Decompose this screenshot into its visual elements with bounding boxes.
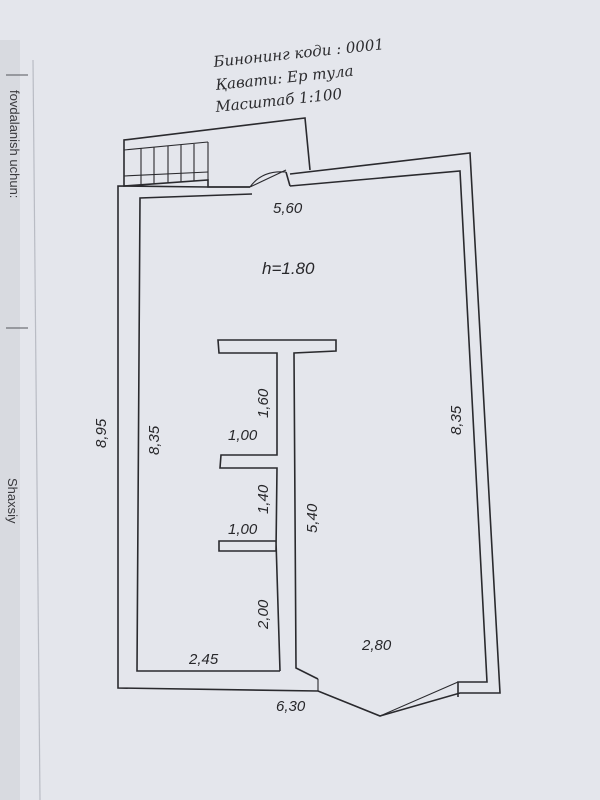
dim-stub-upper: 1,00	[228, 427, 258, 444]
dim-upper-segment: 1,60	[255, 388, 272, 418]
dim-middle-segment: 1,40	[255, 484, 272, 514]
inner-wall	[136, 193, 280, 672]
door-jamb	[285, 171, 291, 187]
margin-text-1: fovdalanish uchun:	[7, 90, 22, 198]
dim-lower-segment: 2,00	[255, 599, 272, 630]
dim-partition: 5,40	[304, 503, 321, 533]
dim-stub-lower: 1,00	[228, 521, 258, 538]
margin-text-2: Shaxsiy	[5, 478, 20, 524]
dim-bottom: 6,30	[276, 698, 306, 715]
inner-wall-right	[289, 170, 488, 697]
left-page-strip	[0, 40, 20, 800]
door-swing	[249, 169, 287, 188]
partition-wall	[217, 339, 337, 680]
stair-steps	[140, 144, 195, 185]
dim-left-outer: 8,95	[93, 418, 110, 448]
dim-top: 5,60	[273, 200, 303, 217]
bay-window	[317, 679, 459, 717]
dim-bottom-left: 2,45	[188, 651, 219, 668]
height-label: h=1.80	[262, 259, 315, 278]
dim-right: 8,35	[448, 405, 465, 435]
dim-left-inner: 8,35	[146, 425, 163, 455]
dim-bottom-right: 2,80	[361, 637, 392, 654]
page-divider	[32, 59, 41, 800]
